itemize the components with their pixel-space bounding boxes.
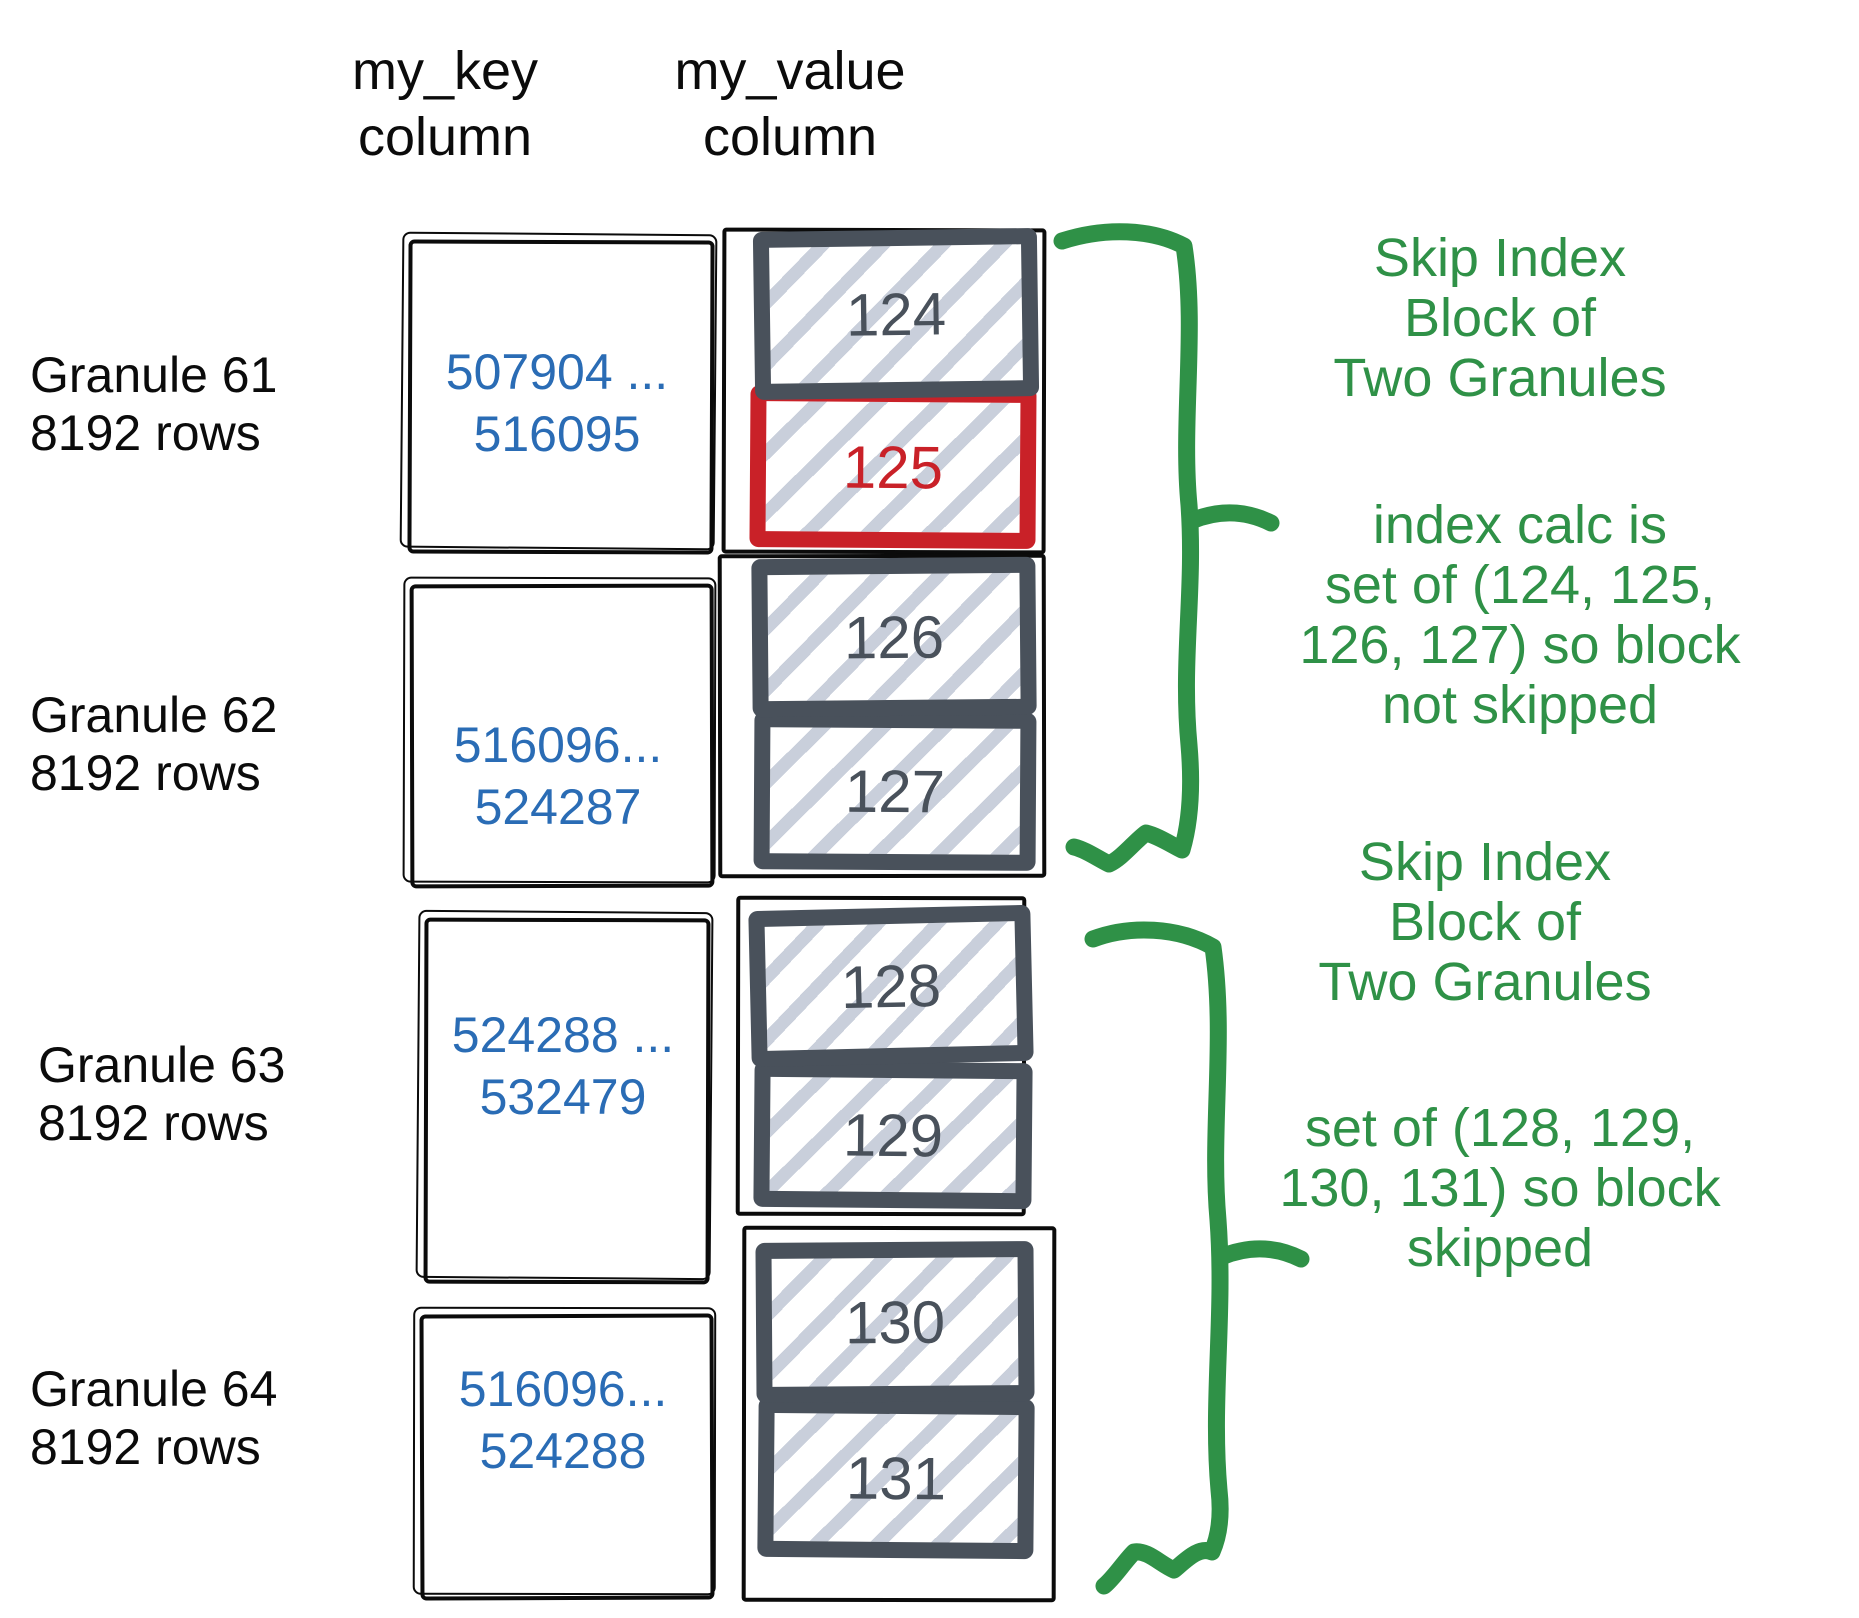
annotation-skip-block-1: Skip Index Block of Two Granules [1333,228,1667,408]
value-block-127-number: 127 [844,757,946,825]
granule-63-label: Granule 63 8192 rows [38,1037,286,1151]
granule-61-label: Granule 61 8192 rows [30,347,278,461]
brace-block-1 [1053,223,1200,873]
granule-62-label: Granule 62 8192 rows [30,687,278,801]
value-block-131: 131 [757,1396,1035,1560]
brace-block-2 [1084,921,1229,1595]
value-block-125: 125 [749,385,1037,549]
granule-64-label: Granule 64 8192 rows [30,1361,278,1475]
my-key-column-header: my_key column [351,41,539,167]
granule-64-key-range: 516096... 524288 [458,1361,668,1479]
annotation-skip-block-2: Skip Index Block of Two Granules [1318,832,1652,1012]
value-block-129: 129 [753,1060,1033,1210]
value-block-128-number: 128 [840,951,942,1021]
my-value-column-header: my_value column [674,41,906,167]
annotation-index-calc-not-skipped: index calc is set of (124, 125, 126, 127… [1299,495,1741,735]
granule-61-key-range: 507904 ... 516095 [445,344,669,462]
value-block-126: 126 [751,556,1037,718]
value-block-126-number: 126 [843,603,945,671]
annotation-index-calc-skipped: set of (128, 129, 130, 131) so block ski… [1279,1098,1721,1278]
value-block-131-number: 131 [845,1444,947,1512]
granule-63-key-range: 524288 ... 532479 [451,1007,675,1125]
value-block-124: 124 [752,228,1040,400]
value-block-128: 128 [748,904,1034,1068]
granule-62-key-range: 516096... 524287 [453,717,663,835]
value-block-130: 130 [755,1241,1035,1403]
value-block-125-number: 125 [842,433,944,501]
value-block-124-number: 124 [845,279,947,349]
value-block-130-number: 130 [844,1288,946,1356]
value-block-127: 127 [753,711,1037,871]
value-block-129-number: 129 [842,1101,944,1169]
